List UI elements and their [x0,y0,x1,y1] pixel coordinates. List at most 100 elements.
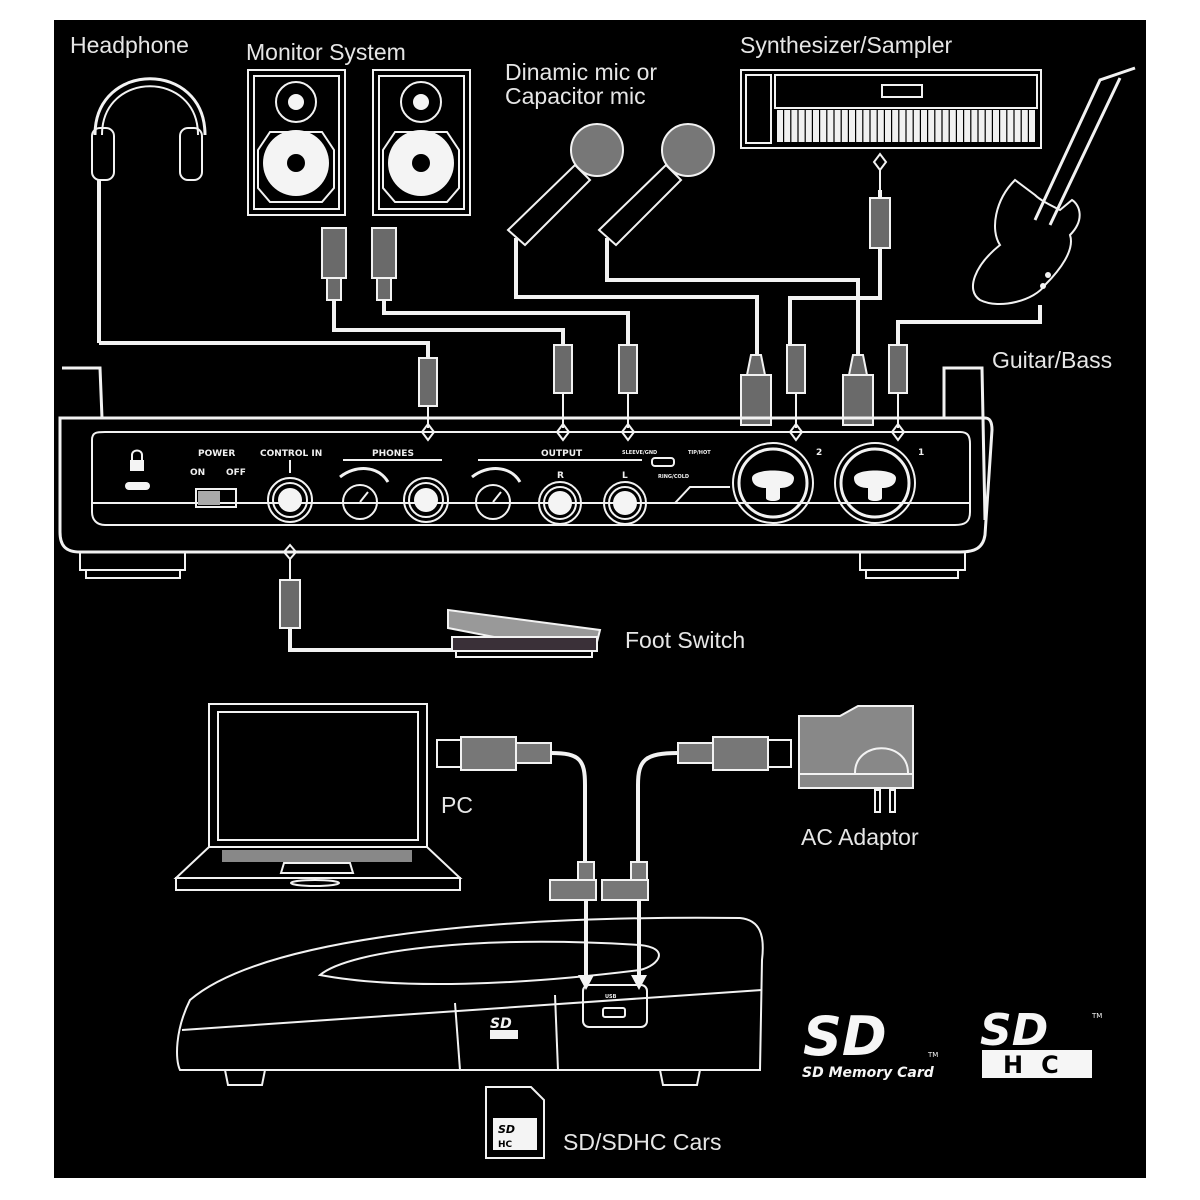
synth-key [849,110,855,142]
combo-input-2[interactable] [732,442,814,524]
microphone-icon [597,123,860,355]
synth-key [791,110,798,142]
jack-plug [418,357,438,442]
phones-jack[interactable] [403,477,449,523]
monitor-cable-l [382,300,630,345]
control-in-label: CONTROL IN [260,449,322,459]
output-r-jack[interactable] [538,481,582,525]
sd-memory-card-logo: SD TM SD Memory Card [802,1005,938,1081]
synth-key [870,110,877,142]
synth-key [784,110,791,142]
power-switch[interactable] [195,488,237,508]
input-2-label: 2 [816,448,822,458]
usb-cable-pc [550,751,587,862]
synth-key [964,110,971,142]
synth-cable [788,190,882,345]
label-ac-adaptor: AC Adaptor [801,824,919,850]
label-guitar-bass: Guitar/Bass [992,347,1112,373]
xlr-plug-neck [847,354,869,376]
phones-volume-knob[interactable] [339,467,390,520]
jack-plug [786,344,806,442]
combo-input-1[interactable] [834,442,916,524]
trs-diagram-icon [651,457,675,467]
power-label: POWER [198,449,235,459]
label-mic-line2: Capacitor mic [505,83,646,109]
jack-plug [869,197,891,249]
sdhc-logo: SD TM HC [980,1005,1102,1079]
xlr-plug-neck [745,354,767,376]
sd-card-icon: SD HC [485,1086,545,1159]
svg-text:SD: SD [498,1123,515,1136]
ac-adaptor-icon [798,705,914,813]
output-volume-knob[interactable] [471,467,522,520]
synth-key [899,110,906,142]
output-l-label: L [622,471,628,481]
laptop-icon [173,703,463,891]
sleeve-label: SLEEVE/GND [622,450,657,456]
monitor-cable-r [332,300,565,345]
xlr-plug [371,227,397,279]
synth-key [834,110,841,142]
svg-text:TM: TM [1091,1012,1102,1020]
lock-icon [125,449,150,490]
usb-cable-ac [636,751,679,862]
synth-key [841,110,848,142]
headphone-icon [91,77,207,343]
jack-plug [618,344,638,442]
phones-label: PHONES [372,449,414,459]
synth-key [1021,110,1028,142]
synth-key [913,110,920,142]
synth-key [863,110,870,142]
usb-plug-icon [677,736,792,771]
jack-plug [888,344,908,442]
synth-key [993,110,999,142]
synth-key [820,110,827,142]
jack-tip [872,152,888,172]
xlr-plug-tip [376,277,392,301]
mini-usb-plug [601,861,649,901]
jack-plug [553,344,573,442]
synth-key [985,110,992,142]
power-on-label: ON [190,468,205,478]
arrow-down-icon [631,975,647,990]
xlr-plug [321,227,347,279]
svg-text:SD: SD [803,1005,887,1068]
synth-key [777,110,783,142]
control-in-jack[interactable] [267,477,313,523]
synth-key [827,110,834,142]
output-r-label: R [557,471,564,481]
synth-key [892,110,899,142]
synth-key [885,110,891,142]
microphone-icon [506,123,759,355]
synth-key [1014,110,1021,142]
synth-key [1000,110,1007,142]
synth-key [813,110,819,142]
output-label: OUTPUT [541,449,583,459]
synth-key [971,110,978,142]
svg-text:TM: TM [927,1051,938,1059]
label-monitor-system: Monitor System [246,39,406,65]
usb-plug-icon [436,736,552,771]
synth-key [949,110,956,142]
jack-plugs [418,344,908,442]
usb-port[interactable] [582,984,648,1028]
svg-text:SD Memory Card: SD Memory Card [802,1065,935,1081]
svg-text:HC: HC [498,1140,513,1150]
headphone-cable [99,341,430,358]
synth-key [798,110,805,142]
synth-key [877,110,884,142]
label-mic-line1: Dinamic mic or [505,59,657,85]
foot-switch-icon [447,608,602,658]
ring-label: RING/COLD [658,474,689,480]
xlr-plug-tip [326,277,342,301]
synth-key [906,110,913,142]
label-foot-switch: Foot Switch [625,627,745,653]
synth-key [805,110,812,142]
speaker-icon [372,69,471,216]
tip-label: TIP/HOT [688,450,711,456]
synth-key [957,110,963,142]
label-sd-cards: SD/SDHC Cars [563,1129,721,1155]
svg-text:SD: SD [980,1005,1048,1056]
panel-trace [645,486,730,504]
